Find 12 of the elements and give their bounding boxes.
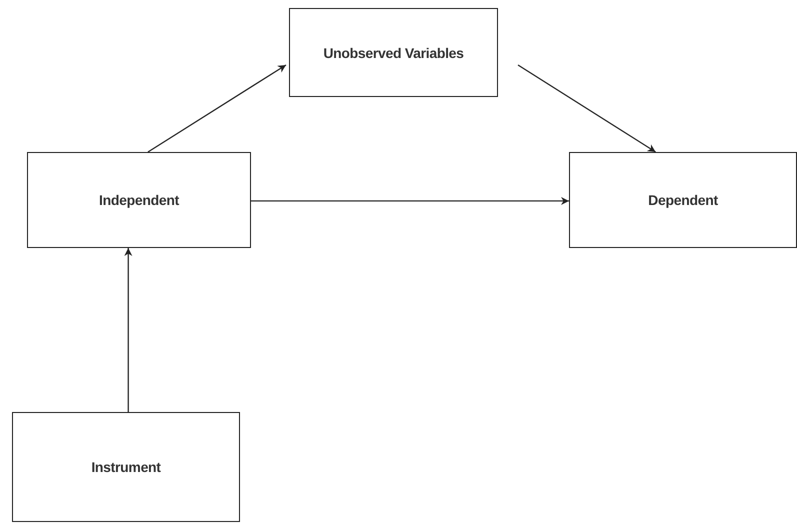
node-label: Independent — [99, 192, 179, 208]
node-label: Unobserved Variables — [323, 44, 464, 60]
node-label: Instrument — [91, 459, 161, 475]
variable-box — [289, 8, 498, 97]
arrow — [251, 196, 569, 205]
arrow — [124, 248, 132, 412]
variable-box — [569, 152, 797, 248]
node-label: Dependent — [648, 192, 718, 208]
variable-box — [12, 412, 240, 522]
arrow — [148, 64, 286, 152]
variable-box — [27, 152, 251, 248]
arrow — [518, 64, 656, 152]
